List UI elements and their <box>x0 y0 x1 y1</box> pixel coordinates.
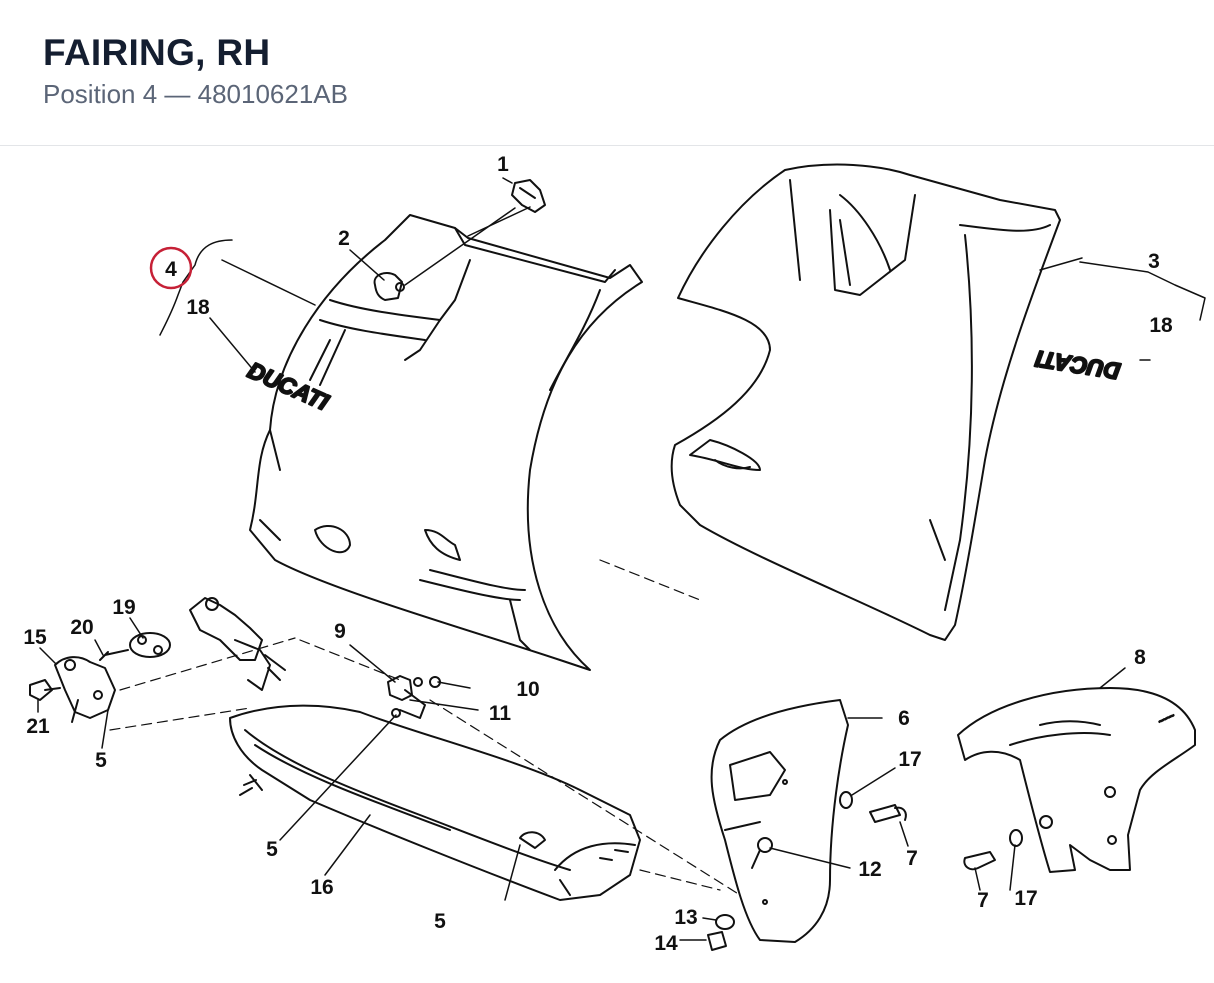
page-subtitle: Position 4 — 48010621AB <box>43 79 348 109</box>
side-panel-part-6[interactable] <box>710 699 849 943</box>
washer-part-17-right-b[interactable] <box>1039 815 1053 829</box>
fairing-lh-panel[interactable] <box>670 163 1061 641</box>
callout-14[interactable]: 14 <box>654 932 678 955</box>
screw-part-12[interactable] <box>751 837 773 869</box>
bracket-part-15[interactable] <box>54 656 116 723</box>
fastener-part-2[interactable] <box>373 272 405 301</box>
callout-11[interactable]: 11 <box>489 702 512 725</box>
screw-part-7-right[interactable] <box>963 851 996 871</box>
callout-7-middle[interactable]: 7 <box>906 847 918 870</box>
callout-15[interactable]: 15 <box>23 626 47 649</box>
ducati-logo-left: DUCATI <box>244 357 333 416</box>
exploded-parts-diagram: ~~~~ <box>23 153 1206 955</box>
hardware-parts-9-10-11[interactable] <box>387 675 441 719</box>
callout-12[interactable]: 12 <box>858 858 881 881</box>
bolt-part-20[interactable] <box>99 649 129 661</box>
washer-part-17-right[interactable] <box>1009 829 1023 847</box>
callout-10[interactable]: 10 <box>516 678 539 701</box>
callout-6[interactable]: 6 <box>898 707 910 730</box>
bracket-assembly[interactable] <box>189 597 286 691</box>
callout-5-left[interactable]: 5 <box>95 749 107 772</box>
callout-9[interactable]: 9 <box>334 620 346 643</box>
callout-2[interactable]: 2 <box>338 227 350 250</box>
callout-19[interactable]: 19 <box>112 596 135 619</box>
callout-7-right[interactable]: 7 <box>977 889 989 912</box>
bolt-part-21[interactable] <box>29 679 61 701</box>
callout-18-left[interactable]: 18 <box>186 296 210 319</box>
callout-17-right[interactable]: 17 <box>1014 887 1037 910</box>
screw-part-7-middle[interactable] <box>869 804 907 823</box>
callout-8[interactable]: 8 <box>1134 646 1146 669</box>
callout-4[interactable]: 4 <box>165 258 177 281</box>
clip-part-1[interactable] <box>511 179 546 213</box>
callout-1[interactable]: 1 <box>497 153 509 176</box>
callout-17-middle[interactable]: 17 <box>898 748 921 771</box>
leader-lines <box>37 177 1206 941</box>
plate-part-19[interactable] <box>129 632 171 658</box>
fender-stamp-text: ~~~~ <box>1158 713 1176 726</box>
callout-20[interactable]: 20 <box>70 616 93 639</box>
callout-16[interactable]: 16 <box>310 876 333 899</box>
callout-labels: 1 2 3 4 18 18 19 20 15 21 5 9 10 11 5 16… <box>23 153 1173 955</box>
ducati-logo-right: DUCATI <box>1033 346 1122 385</box>
callout-21[interactable]: 21 <box>26 715 50 738</box>
belly-pan-part-16[interactable] <box>229 704 641 901</box>
callout-3[interactable]: 3 <box>1148 250 1160 273</box>
callout-13[interactable]: 13 <box>674 906 697 929</box>
nut-part-14[interactable] <box>707 931 727 951</box>
page-title: FAIRING, RH <box>43 32 271 73</box>
grommet-part-13[interactable] <box>715 914 735 930</box>
callout-18-right[interactable]: 18 <box>1149 314 1173 337</box>
callout-5-middle[interactable]: 5 <box>266 838 278 861</box>
fender-part-8[interactable] <box>957 687 1196 873</box>
screw-belly[interactable] <box>239 774 263 796</box>
washer-part-17-middle[interactable] <box>839 791 853 809</box>
fairing-rh-panel[interactable] <box>249 214 643 671</box>
selected-callout-ring[interactable] <box>149 246 193 290</box>
callout-5-bottom[interactable]: 5 <box>434 910 446 933</box>
assembly-dash-lines <box>109 559 741 896</box>
header: FAIRING, RH Position 4 — 48010621AB <box>0 0 1214 146</box>
